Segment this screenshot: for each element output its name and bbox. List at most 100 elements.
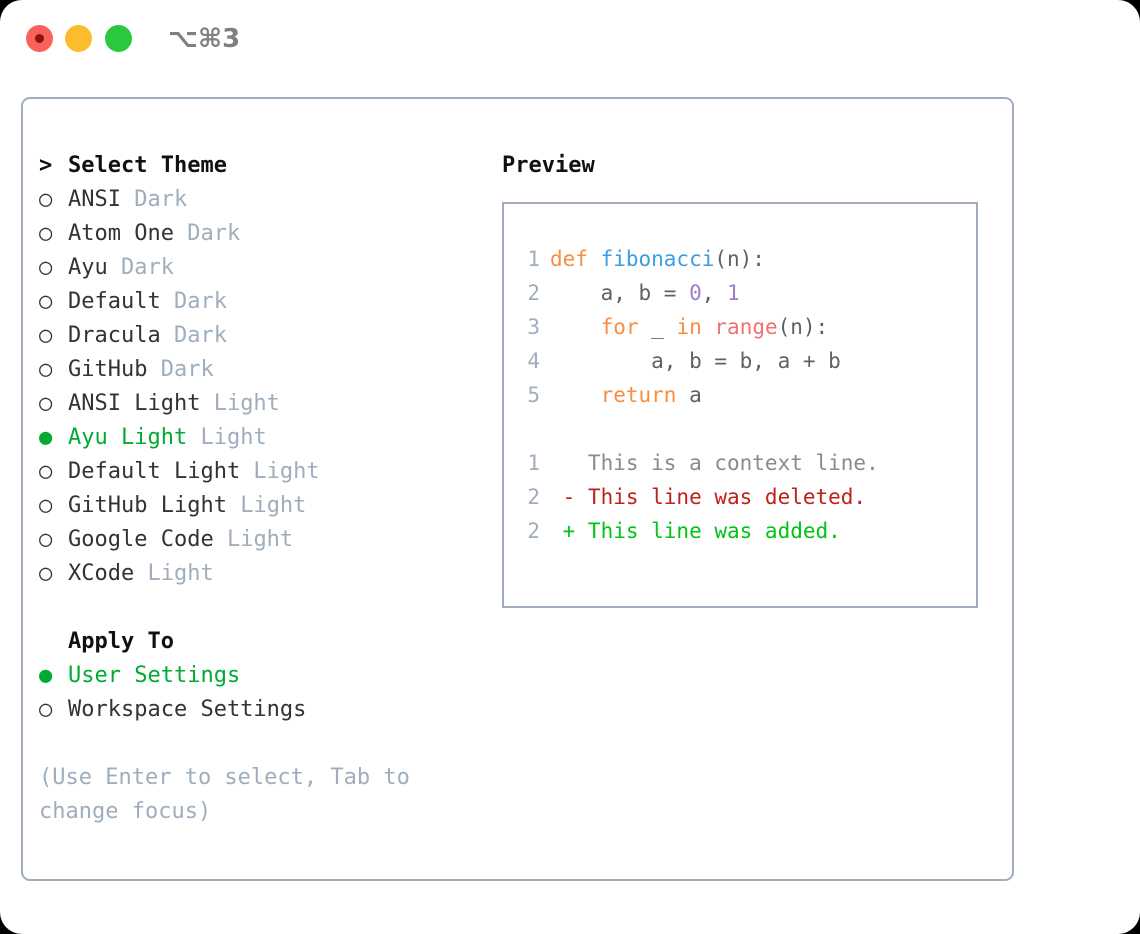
theme-option-label: Google Code [68, 527, 214, 552]
code-token: (n): [777, 315, 829, 339]
code-line: 5 return a [514, 378, 976, 412]
line-number: 2 [527, 519, 540, 543]
theme-option-github-light[interactable]: ○GitHub Light Light [39, 489, 489, 523]
code-token: This is a context line. [550, 451, 879, 475]
apply-to-option-user-settings[interactable]: ● User Settings [39, 659, 489, 693]
radio-unselected-icon: ○ [39, 561, 53, 586]
theme-option-label: GitHub [68, 357, 148, 382]
theme-option-xcode[interactable]: ○ XCode Light [39, 557, 489, 591]
theme-option-github[interactable]: ○ GitHub Dark [39, 353, 489, 387]
radio-unselected-icon: ○ [39, 289, 53, 314]
theme-variant-badge: Dark [147, 357, 214, 382]
theme-option-label: Dracula [68, 323, 161, 348]
theme-option-label: ANSI [68, 187, 121, 212]
theme-variant-badge: Light [200, 391, 280, 416]
theme-list-column: >Select Theme ○ANSI Dark○Atom One Dark○A… [39, 149, 489, 829]
line-number: 1 [527, 247, 540, 271]
theme-option-ayu[interactable]: ○ Ayu Dark [39, 251, 489, 285]
maximize-window-button[interactable] [105, 25, 132, 52]
code-token: a, b = b, a + b [550, 349, 841, 373]
theme-option-ansi[interactable]: ○ ANSI Dark [39, 183, 489, 217]
theme-variant-badge: Dark [160, 323, 227, 348]
radio-unselected-icon: ○ [39, 221, 53, 246]
theme-option-default-light[interactable]: ○ Default Light Light [39, 455, 489, 489]
line-number: 3 [527, 315, 540, 339]
apply-to-option-list: ● User Settings ○ Workspace Settings [39, 659, 489, 727]
apply-to-option-label: User Settings [68, 663, 241, 688]
theme-option-label: Ayu [68, 255, 108, 280]
theme-option-label: XCode [68, 561, 135, 586]
theme-variant-badge: Dark [107, 255, 174, 280]
code-line [514, 412, 976, 446]
theme-variant-badge: Light [213, 527, 294, 552]
code-line: 3 for _ in range(n): [514, 310, 976, 344]
theme-option-label: Atom One [68, 221, 174, 246]
focus-prompt-icon: > [39, 153, 53, 178]
line-number: 2 [527, 281, 540, 305]
theme-picker-panel: >Select Theme ○ANSI Dark○Atom One Dark○A… [21, 97, 1014, 881]
close-window-button[interactable] [26, 25, 53, 52]
code-token: a [676, 383, 702, 407]
code-token: (n): [714, 247, 765, 271]
code-token: fibonacci [600, 247, 715, 271]
window-titlebar: ⌥⌘3 [0, 0, 1140, 78]
code-line: 2 + This line was added. [514, 514, 976, 548]
theme-variant-badge: Dark [173, 221, 241, 246]
theme-option-label: Default Light [68, 459, 241, 484]
select-theme-heading-label: Select Theme [68, 153, 227, 178]
line-number: 4 [527, 349, 540, 373]
radio-unselected-icon: ○ [39, 187, 53, 212]
theme-variant-badge: Light [187, 425, 267, 450]
code-token: + This line was added. [550, 519, 841, 543]
code-token: , [701, 281, 728, 305]
code-token: return [600, 383, 677, 407]
apply-to-heading-label: Apply To [68, 629, 174, 654]
radio-selected-icon: ● [39, 663, 53, 688]
theme-option-ansi-light[interactable]: ○ANSI Light Light [39, 387, 489, 421]
line-number: 5 [527, 383, 540, 407]
theme-option-ayu-light[interactable]: ● Ayu Light Light [39, 421, 489, 455]
theme-option-label: Ayu Light [68, 425, 188, 450]
radio-selected-icon: ● [39, 425, 53, 450]
minimize-window-button[interactable] [65, 25, 92, 52]
radio-unselected-icon: ○ [39, 323, 53, 348]
theme-option-label: Default [68, 289, 161, 314]
apply-to-prompt-spacer [39, 625, 68, 659]
theme-option-dracula[interactable]: ○ Dracula Dark [39, 319, 489, 353]
code-line: 2 a, b = 0, 1 [514, 276, 976, 310]
radio-unselected-icon: ○ [39, 255, 53, 280]
theme-variant-badge: Light [240, 459, 320, 484]
radio-unselected-icon: ○ [39, 459, 53, 484]
theme-option-google-code[interactable]: ○ Google Code Light [39, 523, 489, 557]
apply-to-option-label: Workspace Settings [68, 697, 307, 722]
apply-to-option-workspace-settings[interactable]: ○ Workspace Settings [39, 693, 489, 727]
radio-unselected-icon: ○ [39, 391, 53, 416]
radio-unselected-icon: ○ [39, 697, 53, 722]
radio-unselected-icon: ○ [39, 527, 53, 552]
theme-option-atom-one[interactable]: ○ Atom One Dark [39, 217, 489, 251]
keyboard-hint-text: (Use Enter to select, Tab to change focu… [39, 765, 410, 824]
select-theme-heading: > Select Theme [39, 149, 489, 183]
preview-heading: Preview [502, 153, 595, 178]
code-line: 2 - This line was deleted. [514, 480, 976, 514]
line-number: 2 [527, 485, 540, 509]
theme-variant-badge: Light [134, 561, 214, 586]
code-token: _ [638, 315, 677, 339]
code-token: 0 [689, 281, 702, 305]
code-token: range [714, 315, 778, 339]
code-token [550, 315, 601, 339]
keyboard-shortcut-label: ⌥⌘3 [168, 24, 241, 54]
theme-variant-badge: Dark [120, 187, 188, 212]
code-token: 1 [727, 281, 740, 305]
code-token [550, 383, 601, 407]
theme-option-default[interactable]: ○Default Dark [39, 285, 489, 319]
radio-unselected-icon: ○ [39, 357, 53, 382]
theme-option-label: GitHub Light [68, 493, 227, 518]
theme-option-list: ○ ANSI Dark ○ Atom One Dark ○ Ayu Dark ○ Defaul… [39, 183, 489, 591]
apply-to-heading: Apply To [39, 625, 489, 659]
code-token: in [676, 315, 702, 339]
